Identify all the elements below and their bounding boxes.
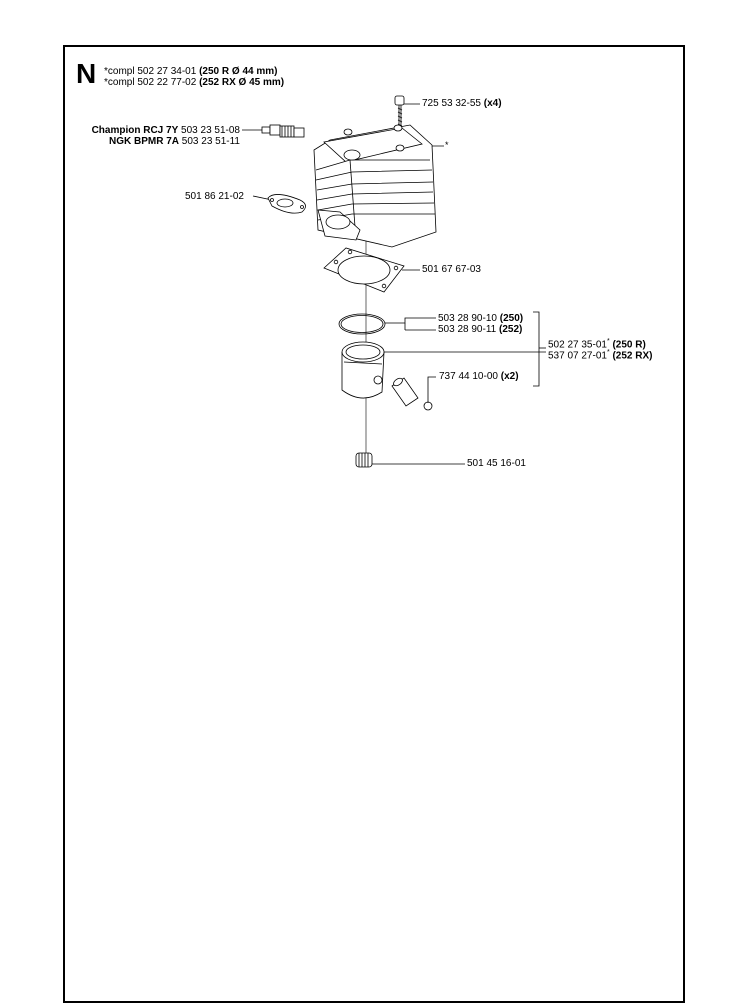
base-gasket-drawing (323, 247, 405, 293)
label-ring-252: 503 28 90-11 (252) (438, 325, 522, 335)
piston-252-star: * (606, 349, 610, 356)
piston-252-part-number: 537 07 27-01 (548, 350, 607, 362)
bolt-drawing (394, 95, 405, 130)
champion-part-number: 503 23 51-08 (181, 125, 240, 136)
leader-circlip (427, 376, 436, 403)
piston-ring-drawing (338, 313, 386, 335)
ring-250-part-number: 503 28 90-10 (438, 313, 497, 324)
ring-252-part-number: 503 28 90-11 (438, 324, 497, 335)
ring-250-model: (250) (499, 313, 524, 324)
label-ring-250: 503 28 90-10 (250) (438, 314, 523, 324)
spark-plug-drawing (261, 124, 305, 138)
bracket-piston-set (533, 311, 540, 387)
circlip-drawing (423, 401, 433, 411)
header-number-1: 502 27 34-01 (137, 66, 197, 77)
label-base-gasket: 501 67 67-03 (422, 265, 481, 275)
bolt-qty: (x4) (483, 98, 502, 109)
piston-drawing (341, 341, 385, 399)
label-needle-bearing: 501 45 16-01 (467, 459, 526, 469)
ngk-brand: NGK BPMR 7A (109, 136, 180, 147)
piston-250-model: (250 R) (612, 339, 646, 351)
cylinder-asterisk: * (445, 140, 449, 150)
circlip-part-number: 737 44 10-00 (439, 371, 498, 382)
header-note-1: (250 R Ø 44 mm) (199, 66, 278, 77)
header-prefix-1: *compl (104, 66, 135, 77)
header-number-2: 502 22 77-02 (137, 77, 197, 88)
piston-250-star: * (606, 338, 610, 345)
label-piston-252: 537 07 27-01* (252 RX) (548, 349, 652, 361)
label-piston-250: 502 27 35-01* (250 R) (548, 338, 646, 350)
needle-bearing-drawing (355, 452, 373, 468)
piston-250-part-number: 502 27 35-01 (548, 339, 607, 351)
header-note-2: (252 RX Ø 45 mm) (199, 77, 285, 88)
page-frame (63, 45, 685, 1003)
label-spark-plug-champion: Champion RCJ 7Y 503 23 51-08 (92, 126, 240, 136)
ring-252-model: (252) (498, 324, 523, 335)
exhaust-gasket-part-number: 501 86 21-02 (185, 191, 244, 202)
champion-brand: Champion RCJ 7Y (91, 125, 179, 136)
piston-252-model: (252 RX) (612, 350, 653, 362)
label-spark-plug-ngk: NGK BPMR 7A 503 23 51-11 (109, 137, 240, 147)
header-line-2: *compl 502 22 77-02 (252 RX Ø 45 mm) (104, 78, 284, 88)
label-exhaust-gasket: 501 86 21-02 (185, 192, 244, 202)
circlip-qty: (x2) (500, 371, 519, 382)
bolt-part-number: 725 53 32-55 (422, 98, 481, 109)
needle-bearing-part-number: 501 45 16-01 (467, 458, 526, 469)
cylinder-drawing (313, 124, 437, 248)
label-bolt: 725 53 32-55 (x4) (422, 99, 502, 109)
section-letter: N (76, 58, 97, 89)
piston-pin-drawing (391, 377, 419, 407)
header-line-1: *compl 502 27 34-01 (250 R Ø 44 mm) (104, 67, 277, 77)
header-prefix-2: *compl (104, 77, 135, 88)
label-circlip: 737 44 10-00 (x2) (439, 372, 519, 382)
leader-ring (385, 317, 436, 324)
exhaust-gasket-drawing (267, 194, 306, 214)
ngk-part-number: 503 23 51-11 (181, 136, 240, 147)
base-gasket-part-number: 501 67 67-03 (422, 264, 481, 275)
